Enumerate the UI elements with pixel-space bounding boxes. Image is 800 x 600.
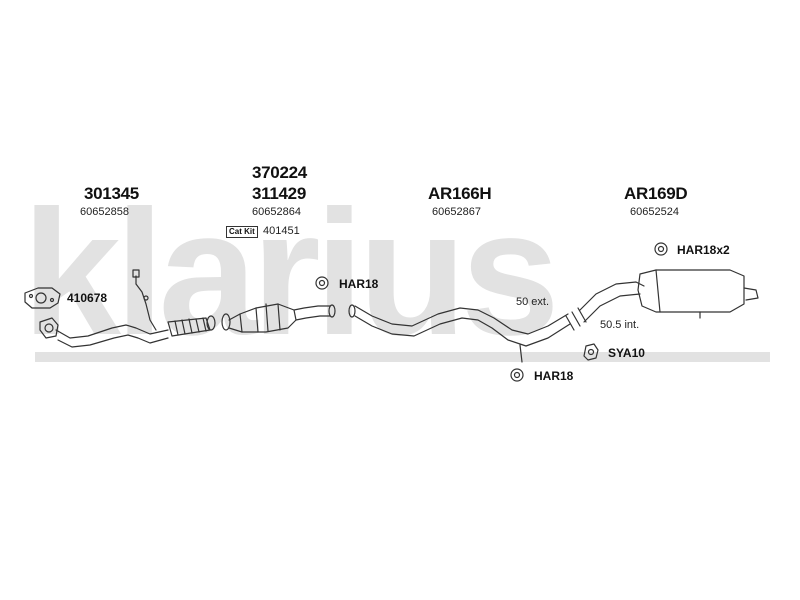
oe-number-catalyst: 60652864 <box>252 206 301 218</box>
note-external-diameter: 50 ext. <box>516 296 550 308</box>
oe-number-middle-pipe: 60652867 <box>432 206 481 218</box>
part-number-middle-pipe: AR166H <box>428 184 492 203</box>
note-internal-diameter: 50.5 int. <box>600 319 640 331</box>
rubber-mount-icon <box>510 368 524 382</box>
callout-mount-catalyst: HAR18 <box>339 277 379 291</box>
watermark-underline <box>35 352 770 362</box>
part-number-front-pipe: 301345 <box>84 184 139 203</box>
callout-clamp: SYA10 <box>608 346 645 360</box>
cat-kit-number: 401451 <box>263 225 300 237</box>
gasket-icon <box>24 287 61 309</box>
cat-kit-badge: Cat Kit <box>226 226 258 238</box>
brand-watermark: klarius <box>22 193 560 353</box>
callout-mount-rear: HAR18x2 <box>677 243 730 257</box>
rear-silencer-icon <box>579 269 759 323</box>
clamp-icon <box>583 343 599 361</box>
oe-number-front-pipe: 60652858 <box>80 206 129 218</box>
callout-gasket: 410678 <box>67 291 108 305</box>
part-number-catalyst-alt: 370224 <box>252 163 307 182</box>
catalytic-converter-icon <box>221 303 336 333</box>
part-number-rear-silencer: AR169D <box>624 184 688 203</box>
middle-pipe-icon <box>348 304 571 363</box>
rubber-mount-icon <box>654 242 668 256</box>
rubber-mount-icon <box>315 276 329 290</box>
front-pipe-icon <box>39 269 216 348</box>
callout-mount-middle: HAR18 <box>534 369 574 383</box>
oe-number-rear-silencer: 60652524 <box>630 206 679 218</box>
part-number-catalyst: 311429 <box>252 184 306 203</box>
clamp-marker-icon <box>565 307 587 331</box>
